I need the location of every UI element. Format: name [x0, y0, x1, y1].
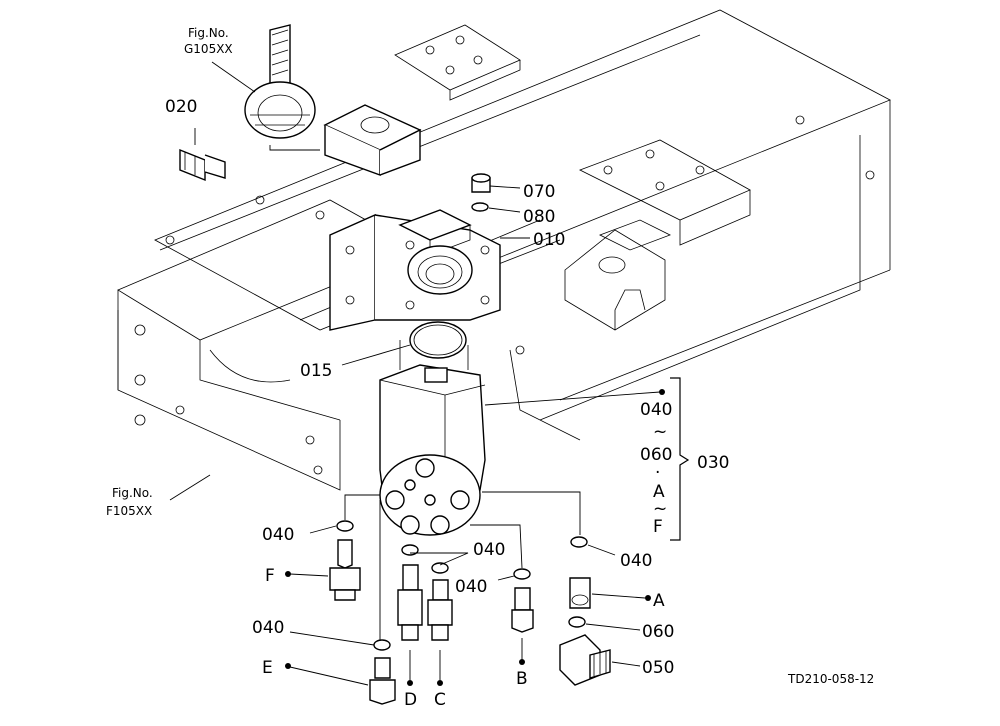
port-fitting-f: [285, 494, 380, 601]
fig-ref-left-line2: F105XX: [106, 504, 152, 518]
label-040-bottom: 040: [252, 618, 284, 638]
frame-structure: [117, 9, 891, 491]
port-fitting-d: [397, 544, 423, 686]
label-030: 030: [697, 453, 729, 473]
assembly-range-bracket: [670, 377, 690, 541]
fig-ref-top-line2: G105XX: [184, 42, 233, 56]
part-020-fitting: [179, 128, 226, 182]
label-050: 050: [642, 658, 674, 678]
steering-unit-body: [379, 340, 665, 536]
label-040-left: 040: [262, 525, 294, 545]
part-040-orings: [289, 525, 616, 646]
label-040-mid: 040: [473, 540, 505, 560]
part-070-nut: [471, 173, 521, 193]
label-015: 015: [300, 361, 332, 381]
range-tilde-1: ~: [653, 422, 667, 442]
label-080: 080: [523, 207, 555, 227]
port-fitting-a: [482, 491, 651, 609]
range-dot: ·: [655, 463, 660, 483]
port-label-e: E: [262, 658, 273, 678]
port-label-a: A: [653, 591, 665, 611]
leader-g105xx: [211, 61, 256, 93]
label-010: 010: [533, 230, 565, 250]
port-label-b: B: [516, 669, 528, 689]
range-f: F: [653, 517, 663, 537]
label-060: 060: [642, 622, 674, 642]
part-060-oring: [568, 616, 641, 631]
label-040-mid2: 040: [455, 577, 487, 597]
range-to: 060: [640, 445, 672, 465]
port-fitting-e: [285, 500, 396, 705]
drawing-code: TD210-058-12: [787, 672, 874, 686]
port-label-f: F: [265, 566, 275, 586]
port-fitting-c: [427, 562, 453, 686]
labels: Fig.No. G105XX Fig.No. F105XX 020 070 08…: [106, 26, 874, 710]
label-020: 020: [165, 97, 197, 117]
port-label-d: D: [404, 690, 417, 710]
part-080-washer: [471, 202, 521, 213]
port-fitting-b: [470, 524, 534, 665]
upper-bracket: [323, 104, 422, 176]
part-010-bracket: [329, 209, 530, 331]
fig-ref-left-line1: Fig.No.: [112, 486, 153, 500]
port-label-c: C: [434, 690, 446, 710]
part-050-elbow: [559, 634, 641, 686]
part-015-oring: [341, 321, 467, 366]
label-040-right: 040: [620, 551, 652, 571]
fig-ref-top-line1: Fig.No.: [188, 26, 229, 40]
label-070: 070: [523, 182, 555, 202]
leader-f105xx: [169, 474, 211, 501]
range-tilde-2: ~: [653, 499, 667, 519]
range-a: A: [653, 482, 665, 502]
range-from: 040: [640, 400, 672, 420]
steering-shaft-assembly: [244, 24, 320, 151]
